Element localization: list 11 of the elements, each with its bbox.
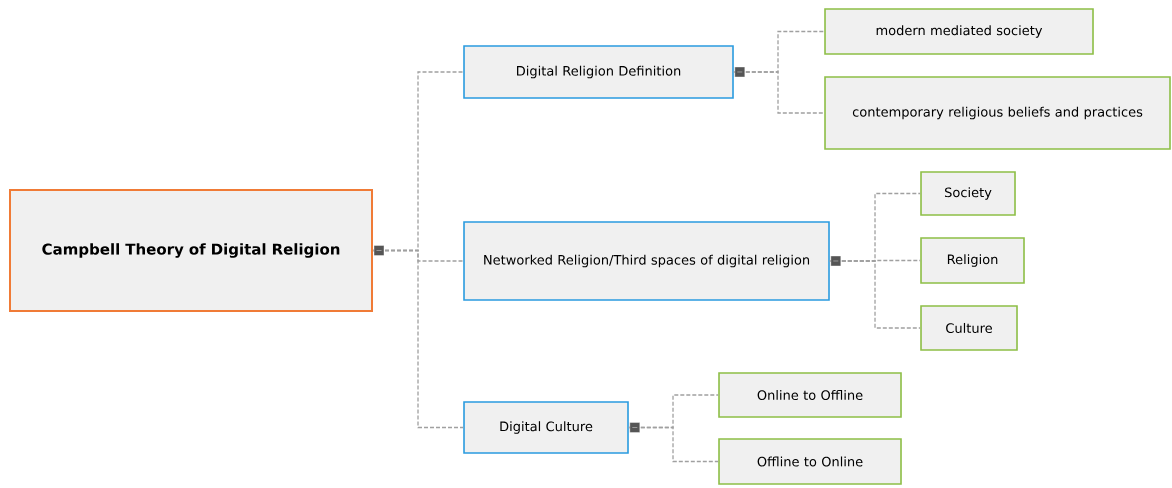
leaf-box: Culture: [920, 305, 1018, 351]
leaf-box: modern mediated society: [824, 8, 1094, 55]
leaf-box: Offline to Online: [718, 438, 902, 485]
leaf-box: Religion: [920, 237, 1025, 284]
branch-box: Digital Culture: [463, 401, 629, 454]
branch-box: Digital Religion Definition: [463, 45, 734, 99]
leaf-box: Online to Offline: [718, 372, 902, 418]
leaf-box: contemporary religious beliefs and practices: [824, 76, 1171, 150]
leaf-box: Society: [920, 171, 1016, 216]
branch-box: Networked Religion/Third spaces of digital religion: [463, 221, 830, 301]
topic-box: Campbell Theory of Digital Religion: [9, 189, 373, 312]
